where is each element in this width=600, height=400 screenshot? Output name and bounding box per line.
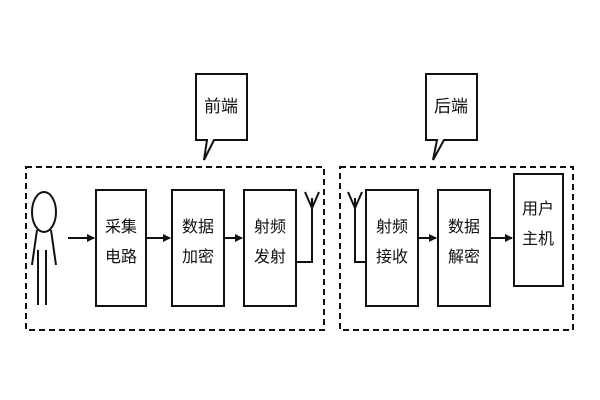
block-rf-transmit: 射频 发射 bbox=[243, 189, 297, 307]
front-end-group bbox=[25, 166, 325, 331]
block-rf-receive-line2: 接收 bbox=[376, 247, 408, 266]
block-data-decryption-line2: 解密 bbox=[448, 247, 480, 266]
back-end-callout-label: 后端 bbox=[434, 97, 468, 117]
block-data-decryption-line1: 数据 bbox=[448, 217, 480, 236]
front-end-callout: 前端 bbox=[195, 73, 248, 161]
transmit-antenna-icon bbox=[296, 191, 320, 263]
block-rf-transmit-line1: 射频 bbox=[254, 217, 286, 236]
person-figure-icon bbox=[31, 191, 57, 305]
block-user-host: 用户 主机 bbox=[513, 173, 564, 287]
block-data-encryption: 数据 加密 bbox=[171, 189, 225, 307]
block-acquisition-circuit-line2: 电路 bbox=[105, 247, 137, 266]
block-rf-transmit-line2: 发射 bbox=[254, 247, 286, 266]
front-end-callout-label: 前端 bbox=[204, 97, 238, 117]
block-data-encryption-line2: 加密 bbox=[182, 247, 214, 266]
block-data-encryption-line1: 数据 bbox=[182, 217, 214, 236]
block-data-decryption: 数据 解密 bbox=[437, 189, 491, 307]
back-end-group bbox=[339, 166, 574, 331]
receive-antenna-icon bbox=[347, 191, 366, 263]
block-acquisition-circuit-line1: 采集 bbox=[105, 217, 137, 236]
block-acquisition-circuit: 采集 电路 bbox=[95, 189, 147, 307]
block-rf-receive-line1: 射频 bbox=[376, 217, 408, 236]
block-rf-receive: 射频 接收 bbox=[365, 189, 419, 307]
back-end-callout: 后端 bbox=[425, 73, 478, 161]
block-user-host-line1: 用户 bbox=[522, 199, 554, 218]
block-user-host-line2: 主机 bbox=[522, 229, 554, 248]
